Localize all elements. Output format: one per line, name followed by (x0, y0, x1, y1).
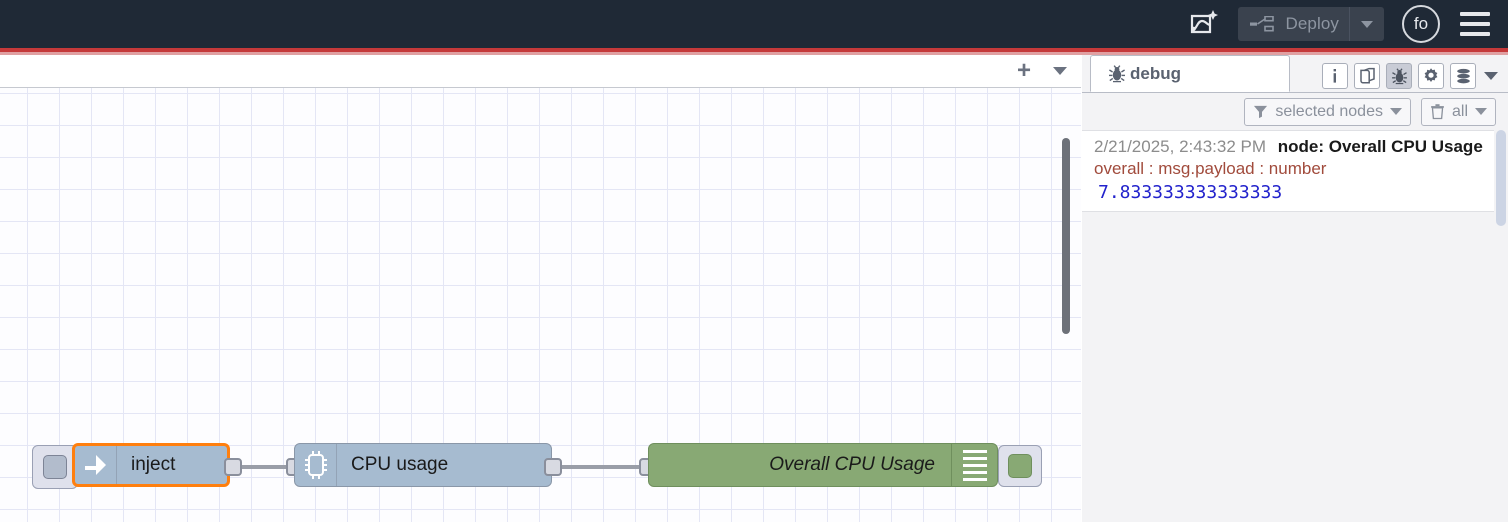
canvas-vertical-scrollbar[interactable] (1062, 138, 1070, 334)
deploy-button-main[interactable]: Deploy (1238, 7, 1350, 41)
flow-ai-icon[interactable] (1184, 4, 1224, 44)
sidebar-tabbar: debug (1082, 55, 1508, 93)
chevron-down-icon (1361, 20, 1373, 28)
debug-message-list[interactable]: 2/21/2025, 2:43:32 PM node: Overall CPU … (1082, 130, 1508, 522)
hamburger-menu-icon[interactable] (1460, 12, 1490, 36)
debug-filter-button[interactable]: selected nodes (1244, 97, 1411, 126)
chevron-down-icon (1389, 108, 1402, 115)
flow-workspace: + inject (0, 55, 1081, 522)
book-icon (1359, 67, 1375, 84)
header-accent-line-soft (0, 52, 1508, 55)
sidebar-tab-debug[interactable]: debug (1090, 55, 1290, 92)
cpu-chip-icon (295, 444, 337, 486)
debug-message[interactable]: 2/21/2025, 2:43:32 PM node: Overall CPU … (1082, 130, 1494, 212)
debug-panel-scrollbar[interactable] (1496, 130, 1506, 226)
debug-message-value: 7.833333333333333 (1098, 182, 1283, 203)
node-cpu-usage-label: CPU usage (351, 454, 449, 475)
sidebar-tool-info[interactable] (1322, 63, 1348, 89)
sidebar-panel: debug (1082, 55, 1508, 522)
info-icon (1333, 69, 1336, 83)
chevron-down-icon (1475, 108, 1487, 115)
debug-message-timestamp: 2/21/2025, 2:43:32 PM (1094, 137, 1267, 156)
flow-tabbar: + (0, 55, 1081, 88)
deploy-dropdown-button[interactable] (1350, 7, 1384, 41)
deploy-label: Deploy (1285, 14, 1339, 33)
inject-trigger-icon (43, 455, 67, 479)
sidebar-tab-debug-label: debug (1130, 63, 1181, 83)
sidebar-tool-help[interactable] (1354, 63, 1380, 89)
gear-icon (1424, 68, 1438, 82)
node-cpu-usage[interactable]: CPU usage (294, 443, 552, 487)
trash-icon (1431, 103, 1444, 119)
port-inject-output[interactable] (224, 458, 242, 476)
debug-clear-label: all (1451, 102, 1468, 120)
bug-icon (1391, 67, 1407, 84)
node-inject[interactable]: inject (72, 443, 230, 487)
app-header: Deploy fo (0, 0, 1508, 48)
wire-inject-to-cpu (232, 465, 298, 469)
database-icon (1456, 68, 1470, 83)
header-accent-line (0, 48, 1508, 52)
node-overall-cpu-usage[interactable]: Overall CPU Usage (648, 443, 998, 487)
wire-cpu-to-debug (554, 465, 652, 469)
bug-icon (1109, 64, 1125, 82)
sidebar-tool-context[interactable] (1450, 63, 1476, 89)
sidebar-tool-buttons (1322, 63, 1508, 92)
deploy-icon (1250, 16, 1275, 32)
debug-filter-row: selected nodes all (1082, 93, 1508, 130)
funnel-icon (1254, 105, 1268, 119)
sidebar-tool-debug[interactable] (1386, 63, 1412, 89)
sidebar-tool-config[interactable] (1418, 63, 1444, 89)
node-overall-cpu-usage-label: Overall CPU Usage (769, 454, 935, 475)
debug-filter-label: selected nodes (1275, 102, 1383, 120)
flow-list-chevron-down-icon[interactable] (1053, 67, 1067, 75)
debug-message-topic: overall : msg.payload : number (1094, 159, 1327, 178)
avatar-label: fo (1413, 14, 1429, 33)
avatar[interactable]: fo (1402, 5, 1440, 43)
port-cpu-output[interactable] (544, 458, 562, 476)
debug-clear-button[interactable]: all (1420, 97, 1496, 126)
debug-list-icon (951, 444, 997, 486)
add-flow-button[interactable]: + (1016, 57, 1031, 84)
sidebar-menu-chevron-down-icon[interactable] (1484, 72, 1498, 80)
debug-node-toggle-icon (1008, 454, 1032, 478)
node-inject-label: inject (131, 454, 176, 475)
arrow-right-icon (75, 446, 117, 484)
flow-canvas[interactable]: inject CPU usage (0, 88, 1081, 522)
debug-message-header: 2/21/2025, 2:43:32 PM node: Overall CPU … (1094, 137, 1484, 157)
debug-message-source: node: Overall CPU Usage (1277, 137, 1483, 156)
debug-node-toggle-button[interactable] (998, 445, 1042, 487)
deploy-button[interactable]: Deploy (1238, 7, 1384, 41)
